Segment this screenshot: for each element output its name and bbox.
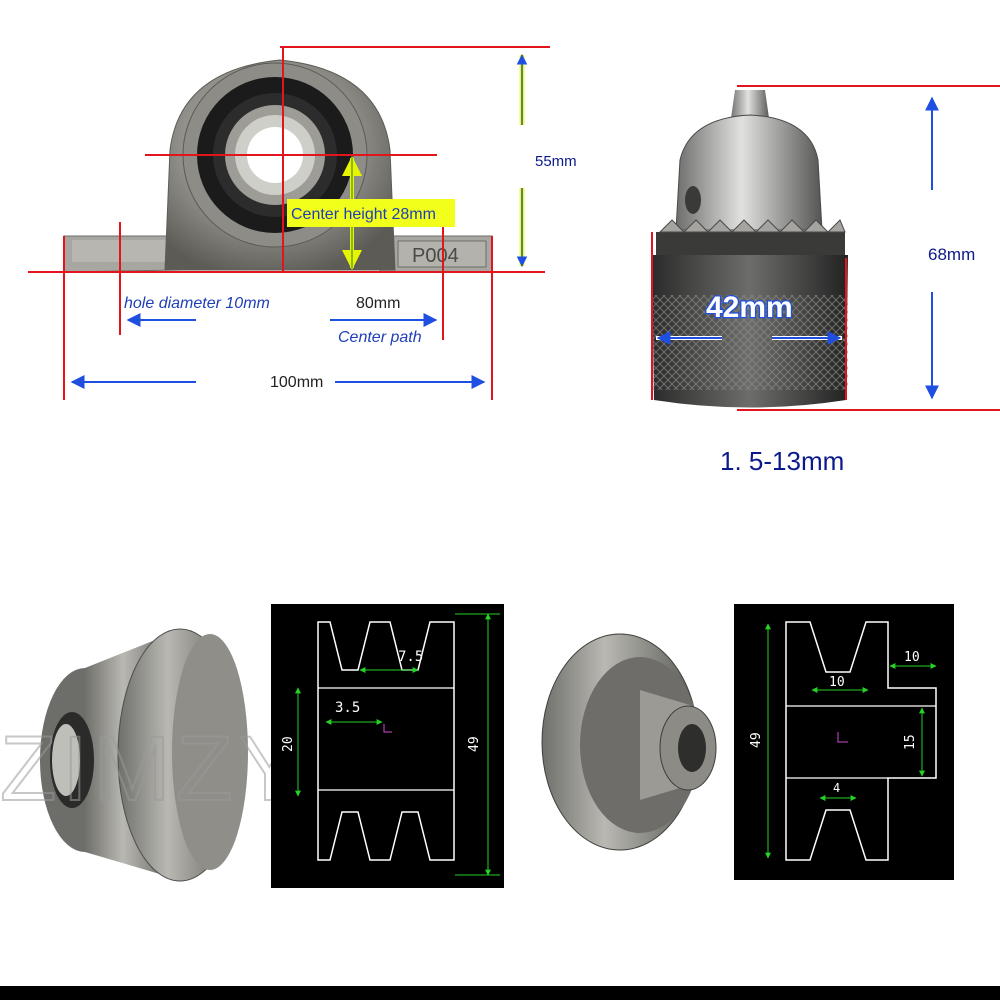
chuck-dimension-lines <box>651 85 1000 411</box>
double-groove-width-label: 3.5 <box>335 700 360 716</box>
bottom-bar <box>0 986 1000 1000</box>
double-overall-diameter-label: 49 <box>467 736 482 752</box>
overall-length-label: 100mm <box>270 374 323 391</box>
double-groove-pulley <box>40 628 248 882</box>
double-groove-pitch-label: 7.5 <box>398 649 423 665</box>
hole-diameter-label: hole diameter 10mm <box>124 295 270 312</box>
single-bore-label: 15 <box>903 734 918 750</box>
single-overall-diameter-label: 49 <box>749 732 764 748</box>
single-groove-bottom-label: 4 <box>833 781 840 795</box>
single-groove-width-label: 10 <box>829 675 845 690</box>
single-groove-pulley <box>541 633 717 851</box>
double-hub-height-label: 20 <box>281 736 296 752</box>
chuck-diameter-label: 42mm <box>706 291 793 324</box>
drill-chuck <box>652 90 848 408</box>
part-marking: P004 <box>412 245 459 267</box>
center-path-label: Center path <box>338 329 422 346</box>
bearing-dimension-lines <box>28 46 550 400</box>
center-path-value: 80mm <box>356 295 400 312</box>
single-pulley-drawing <box>734 604 954 880</box>
chuck-capacity-label: 1. 5-13mm <box>720 446 844 476</box>
chuck-height-label: 68mm <box>928 245 975 264</box>
pillow-block-bearing: P004 <box>63 59 493 273</box>
center-height-highlight <box>287 199 455 227</box>
bearing-height-label: 55mm <box>535 153 577 170</box>
single-hub-length-label: 10 <box>904 650 920 665</box>
double-pulley-drawing <box>271 604 504 888</box>
center-height-label: Center height 28mm <box>291 206 436 223</box>
